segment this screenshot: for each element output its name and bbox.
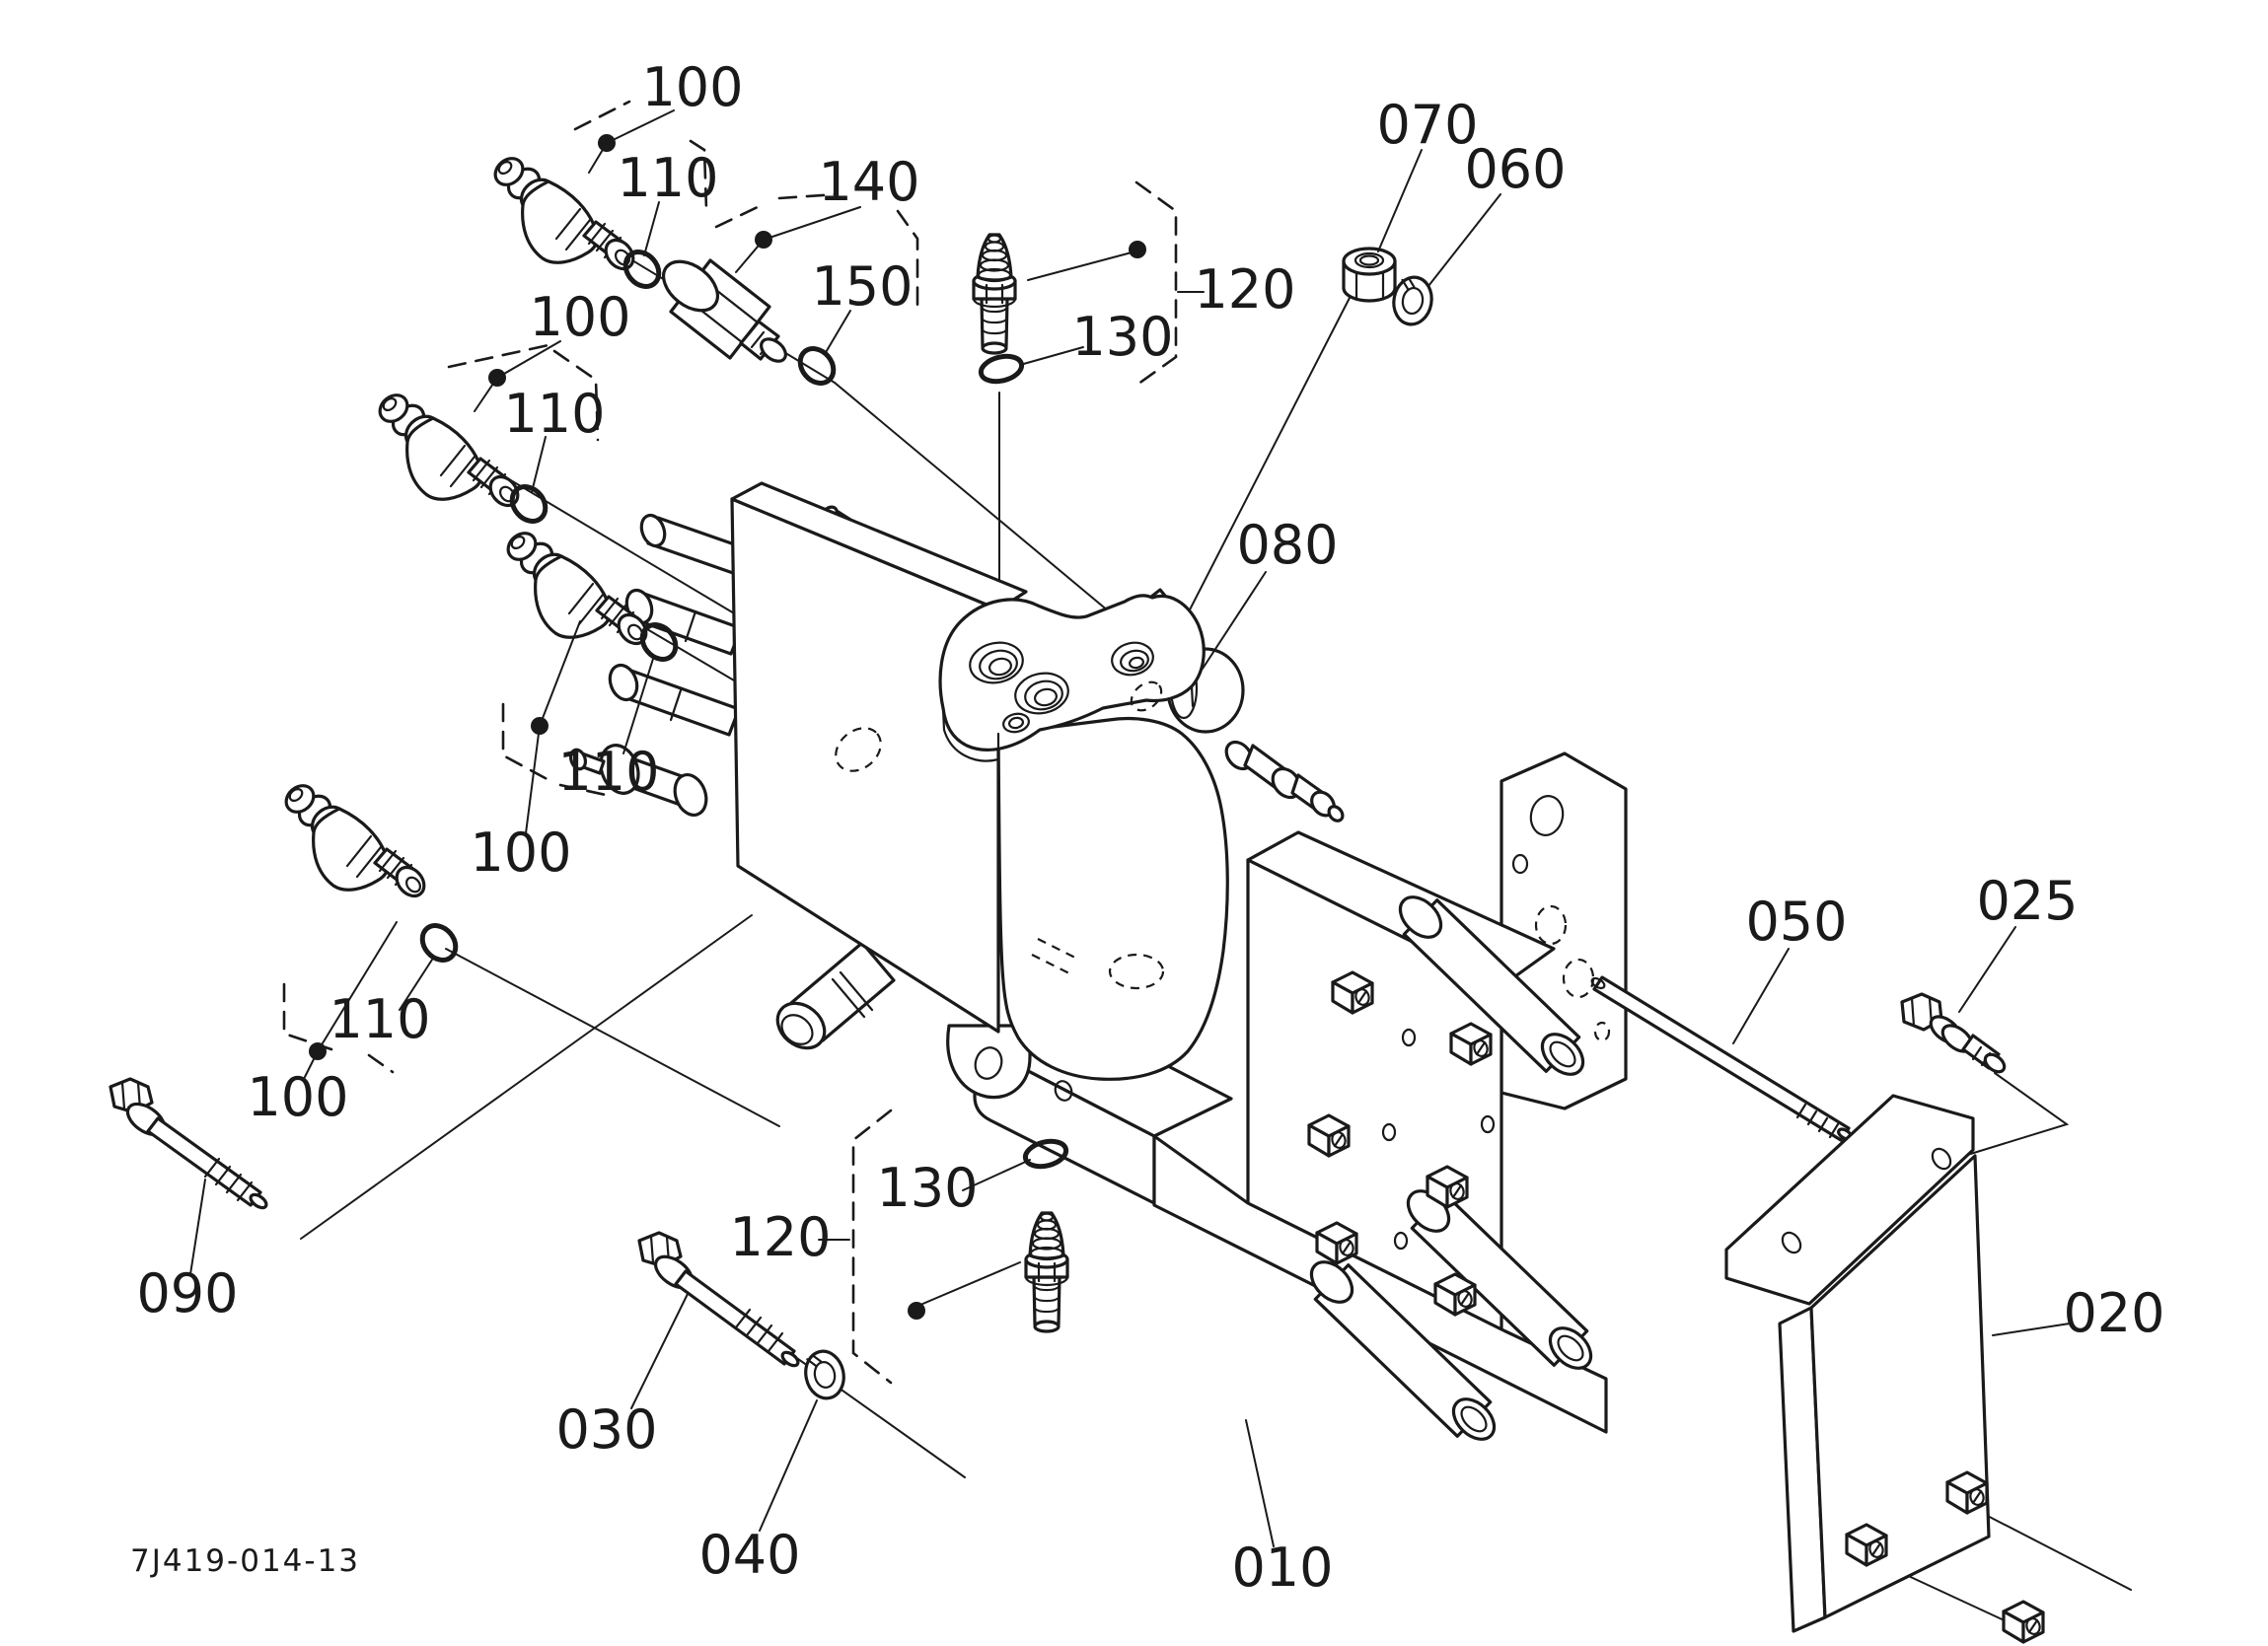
callout-090: 090	[136, 1262, 238, 1324]
callout-120-top: 120	[1194, 258, 1295, 321]
stud-050	[1590, 975, 1853, 1142]
callout-070: 070	[1376, 94, 1478, 156]
callout-010: 010	[1231, 1537, 1333, 1599]
elbow-fitting-100-second	[373, 388, 526, 513]
callout-025: 025	[1976, 870, 2078, 932]
threaded-plug-120-bottom	[1024, 1211, 1069, 1333]
callout-110-top: 110	[617, 147, 718, 209]
callout-080: 080	[1236, 514, 1338, 576]
spring-washer-060	[1388, 272, 1437, 329]
callout-100-second: 100	[529, 286, 630, 348]
drawing-number: 7J419-014-13	[130, 1543, 360, 1579]
cover-plate-020	[1724, 1094, 2045, 1644]
elbow-fitting-100-fourth	[279, 778, 432, 903]
callout-030: 030	[555, 1398, 657, 1461]
callout-130-top: 130	[1071, 306, 1173, 368]
callout-110-second: 110	[503, 383, 605, 445]
valve-body-080	[568, 481, 1345, 1100]
valve-port	[969, 641, 1154, 734]
callout-150: 150	[811, 255, 913, 318]
callout-100-third: 100	[470, 822, 571, 884]
connector-fitting-025	[1900, 992, 2007, 1074]
callout-140: 140	[818, 151, 919, 213]
callout-020: 020	[2063, 1282, 2164, 1344]
o-ring-130-top	[979, 352, 1025, 385]
callout-100-fourth: 100	[247, 1066, 348, 1128]
o-ring-110	[415, 919, 462, 966]
callout-050: 050	[1745, 891, 1847, 953]
threaded-plug-120-top	[972, 233, 1017, 355]
hex-nut-070	[1342, 247, 1397, 303]
callout-130-bottom: 130	[876, 1157, 978, 1219]
callout-100-top: 100	[641, 56, 743, 118]
callout-120-bottom: 120	[729, 1206, 831, 1268]
callout-060: 060	[1464, 138, 1566, 200]
callout-040: 040	[698, 1524, 800, 1586]
callout-110-fourth: 110	[329, 988, 430, 1050]
callout-110-third: 110	[557, 741, 659, 803]
spring-washer-040	[799, 1345, 850, 1404]
flange-bolt-090	[109, 1077, 268, 1210]
leader-lines	[189, 109, 2071, 1547]
flange-bolt-030	[637, 1231, 800, 1368]
adapter-joint-140	[662, 258, 787, 363]
